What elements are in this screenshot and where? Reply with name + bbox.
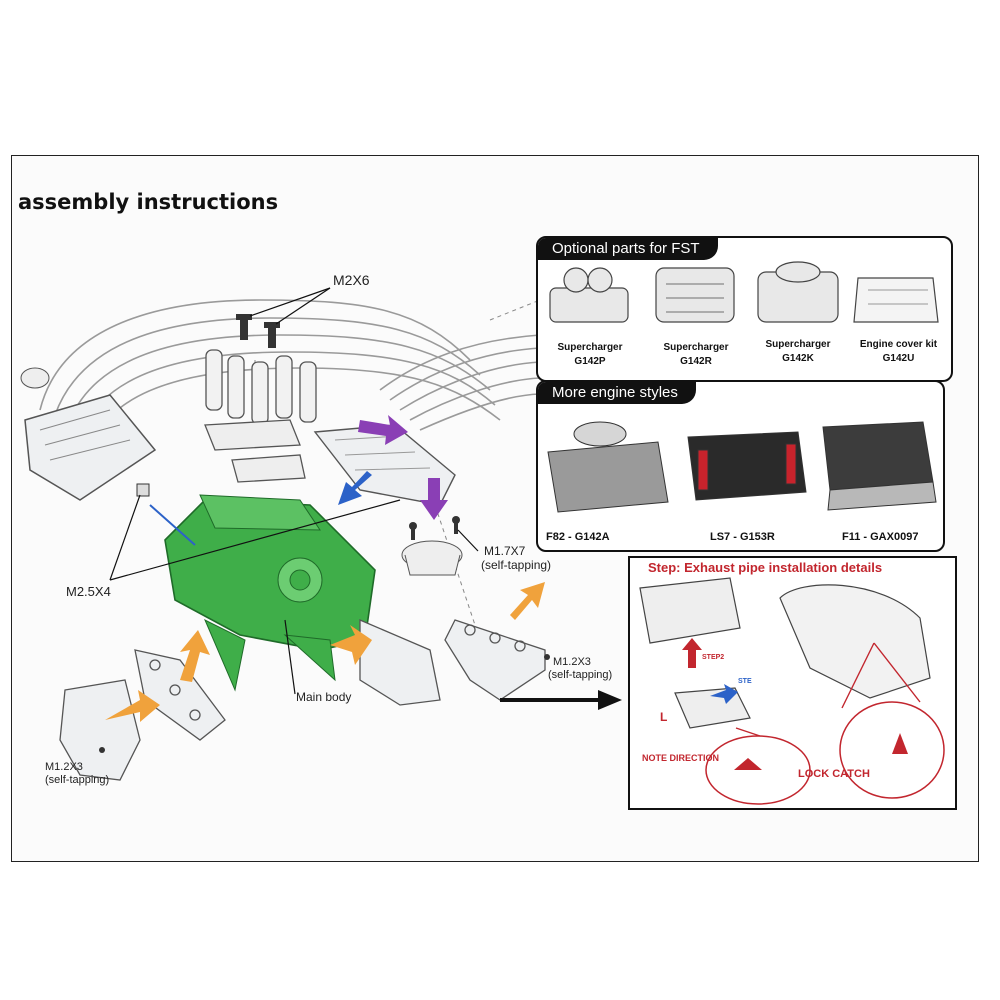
optional-part-1: Supercharger G142P [540, 341, 640, 369]
optional-part-3: Supercharger G142K [748, 338, 848, 366]
screw-m2x6 [236, 314, 280, 348]
optional-part-1-code: G142P [574, 356, 606, 367]
engine-style-2: LS7 - G153R [710, 531, 775, 543]
intake-runners [205, 349, 317, 425]
label-main-body: Main body [296, 690, 352, 704]
screw-m12x3 [99, 654, 550, 753]
label-m17x7-note: (self-tapping) [481, 558, 552, 572]
optional-part-4-name: Engine cover kit [859, 339, 938, 350]
detail-side-l: L [660, 710, 668, 724]
arrows-orange [105, 582, 545, 722]
leader-m25x4-b [109, 499, 401, 581]
optional-part-3-name: Supercharger [765, 339, 831, 350]
label-m17x7: M1.7X7 [484, 544, 526, 558]
ignition-wires [39, 299, 541, 431]
engine-style-1: F82 - G142A [546, 531, 610, 543]
detail-step2: STEP2 [702, 654, 725, 661]
detail-note-direction: NOTE DIRECTION [642, 753, 720, 763]
optional-part-2-code: G142R [680, 356, 712, 367]
leader-m17x7 [457, 529, 479, 552]
optional-part-2: Supercharger G142R [646, 341, 746, 369]
page-title: assembly instructions [18, 190, 279, 214]
label-m12x3-left: M1.2X3 [45, 761, 83, 773]
arrows-purple [358, 415, 448, 520]
optional-part-1-name: Supercharger [557, 342, 623, 353]
engine-styles-heading: More engine styles [538, 382, 696, 404]
exhaust-detail-art [639, 577, 945, 805]
leader-main-body [284, 619, 296, 695]
optional-part-4-code: G142U [882, 353, 915, 364]
label-m12x3-left-note: (self-tapping) [45, 774, 110, 786]
main-body-block [164, 494, 376, 692]
leader-m2x6-b [275, 287, 331, 325]
exhaust-detail-box: Step: Exhaust pipe installation details … [628, 556, 957, 810]
optional-parts-art [549, 261, 939, 323]
engine-styles-art [547, 421, 937, 513]
optional-parts-heading: Optional parts for FST [538, 238, 718, 260]
exhaust-manifold-right [444, 619, 546, 701]
distributor [401, 540, 463, 576]
engine-style-3: F11 - GAX0097 [842, 531, 919, 543]
screw-m17x7 [409, 516, 460, 540]
label-m12x3-right-note: (self-tapping) [548, 669, 613, 681]
detail-lock-catch: LOCK CATCH [798, 768, 870, 780]
detail-heading: Step: Exhaust pipe installation details [648, 560, 883, 575]
optional-part-2-name: Supercharger [663, 342, 729, 353]
optional-part-4: Engine cover kit G142U [846, 338, 951, 366]
screw-m25x4 [136, 483, 196, 546]
engine-styles-panel: More engine styles F82 - G142A LS7 - G15… [536, 380, 945, 552]
label-m25x4: M2.5X4 [66, 584, 111, 599]
valve-cover-left [20, 367, 157, 501]
arrow-blue [338, 471, 372, 505]
arrow-to-detail [500, 690, 622, 710]
exhaust-manifold-left [59, 649, 226, 781]
optional-part-3-code: G142K [782, 353, 814, 364]
leader-m2x6-a [249, 287, 331, 317]
runner-bases [204, 419, 306, 483]
label-m2x6: M2X6 [333, 272, 370, 288]
optional-parts-panel: Optional parts for FST Supercharger G142… [536, 236, 953, 382]
label-m12x3-right: M1.2X3 [553, 656, 591, 668]
detail-step1: STE [738, 678, 752, 685]
exhaust-gasket-right [359, 619, 441, 706]
leader-m25x4-a [109, 494, 141, 581]
